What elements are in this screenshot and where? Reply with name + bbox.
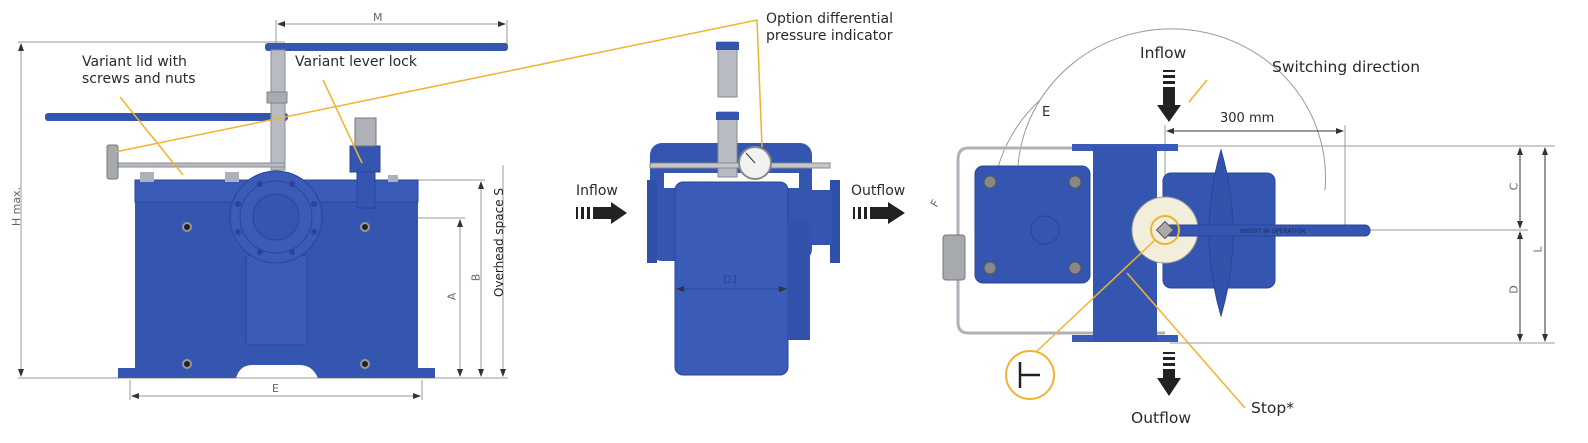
shaft: [270, 49, 286, 171]
front-shaft-upper: [717, 41, 738, 98]
switching-arc: [1017, 28, 1327, 191]
dim-c: C: [1507, 182, 1521, 191]
dim-l: L: [1531, 246, 1545, 253]
outlet-flange-front: [830, 180, 840, 263]
front-outflow-label: Outflow: [851, 183, 906, 199]
side-view-drawing: [18, 20, 508, 400]
stop-label: Stop*: [1251, 399, 1294, 417]
arc-e-label: E: [1042, 105, 1051, 120]
dim-m: M: [373, 11, 383, 24]
stop-symbol-icon: [1018, 362, 1040, 388]
dim-300mm: 300 mm: [1220, 111, 1275, 126]
top-inflow-label: Inflow: [1140, 44, 1187, 62]
switching-direction-label: Switching direction: [1272, 58, 1421, 76]
dim-overhead-space: Overhead space S: [492, 187, 507, 298]
label-lid-line1: Variant lid with: [82, 54, 187, 70]
label-lid-line2: screws and nuts: [82, 71, 196, 87]
side-dimension-lines: [18, 20, 508, 400]
top-outflow-label: Outflow: [1131, 409, 1192, 427]
lower-lever: [45, 113, 288, 121]
label-option-line2: pressure indicator: [766, 28, 893, 44]
upper-lever: [265, 43, 508, 51]
side-gauge: [106, 144, 119, 180]
gauge-rod: [117, 162, 286, 168]
dim-d1: D1: [723, 273, 739, 286]
label-lever-lock: Variant lever lock: [295, 54, 417, 70]
inlet-flange-front: [647, 180, 657, 263]
leader-lines: [114, 19, 1246, 409]
front-outflow-arrow: [853, 202, 905, 224]
dim-e: E: [272, 382, 279, 395]
front-inflow-label: Inflow: [576, 183, 618, 199]
label-option-line1: Option differential: [766, 11, 893, 27]
front-view-drawing: [576, 41, 905, 376]
top-view-drawing: INSERT IN OPERATION: [942, 28, 1555, 400]
top-inflow-arrow: [1157, 70, 1181, 122]
lever-lock: [349, 145, 381, 173]
lever-text: INSERT IN OPERATION: [1240, 228, 1306, 235]
top-gauge: [942, 234, 966, 281]
dim-a: A: [445, 292, 459, 301]
dim-hmax: H max.: [10, 186, 24, 227]
dim-b: B: [469, 273, 483, 282]
dim-d: D: [1507, 285, 1521, 294]
top-outflow-arrow: [1157, 352, 1181, 396]
front-inflow-arrow: [576, 202, 627, 224]
